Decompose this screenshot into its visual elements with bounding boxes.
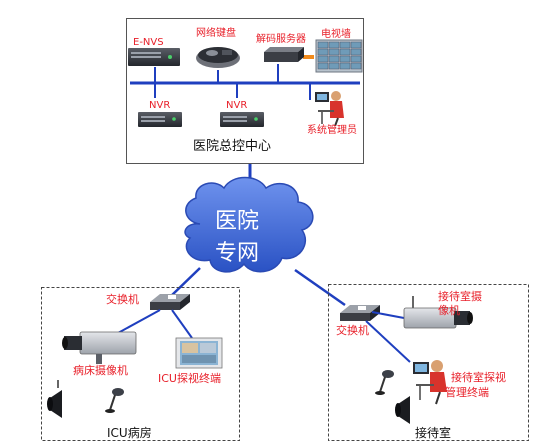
link-cloud-icu [169, 267, 201, 298]
tv-wall [315, 39, 363, 73]
reception-camera-label-2: 像机 [438, 303, 460, 317]
cloud-line2: 专网 [215, 241, 259, 266]
icu-camera-label: 病床摄像机 [73, 363, 128, 377]
center-title: 医院总控中心 [193, 139, 271, 154]
reception-camera [403, 296, 473, 329]
nvr2-label: NVR [226, 100, 247, 111]
nvr1-label: NVR [149, 100, 170, 111]
reception-terminal-label-2: 管理终端 [445, 385, 489, 399]
cloud-line1: 医院 [215, 209, 259, 234]
link-cloud-reception [294, 268, 346, 307]
reception-terminal-label-1: 接待室探视 [451, 370, 506, 384]
reception-admin-person [413, 360, 447, 405]
reception-title: 接待室 [415, 425, 451, 440]
reception-microphone-icon [375, 370, 394, 395]
icu-switch [150, 294, 190, 310]
reception-speaker-icon [395, 396, 410, 424]
tvwall-label: 电视墙 [321, 27, 351, 40]
nvr2-server [220, 112, 264, 127]
envs-label: E-NVS [133, 37, 164, 48]
icu-speaker-icon [47, 380, 62, 418]
nvr1-server [138, 112, 182, 127]
icu-switch-label: 交换机 [106, 292, 139, 306]
icu-camera [62, 331, 137, 364]
admin-person [315, 91, 344, 127]
keyboard-label: 网络键盘 [196, 26, 236, 39]
reception-box [328, 284, 529, 441]
admin-label: 系统管理员 [307, 123, 357, 136]
decoder-label: 解码服务器 [256, 32, 306, 45]
icu-terminal-label: ICU探视终端 [158, 371, 221, 385]
icu-microphone-icon [105, 388, 124, 413]
envs-server [128, 48, 180, 66]
icu-title: ICU病房 [107, 425, 152, 440]
keyboard-device [196, 47, 240, 68]
icu-terminal [175, 337, 223, 369]
hospital-network-cloud [184, 176, 314, 273]
reception-camera-label-1: 接待室摄 [438, 289, 482, 303]
decoder-server [264, 47, 304, 62]
icu-box [41, 287, 240, 441]
reception-switch-label: 交换机 [336, 323, 369, 337]
